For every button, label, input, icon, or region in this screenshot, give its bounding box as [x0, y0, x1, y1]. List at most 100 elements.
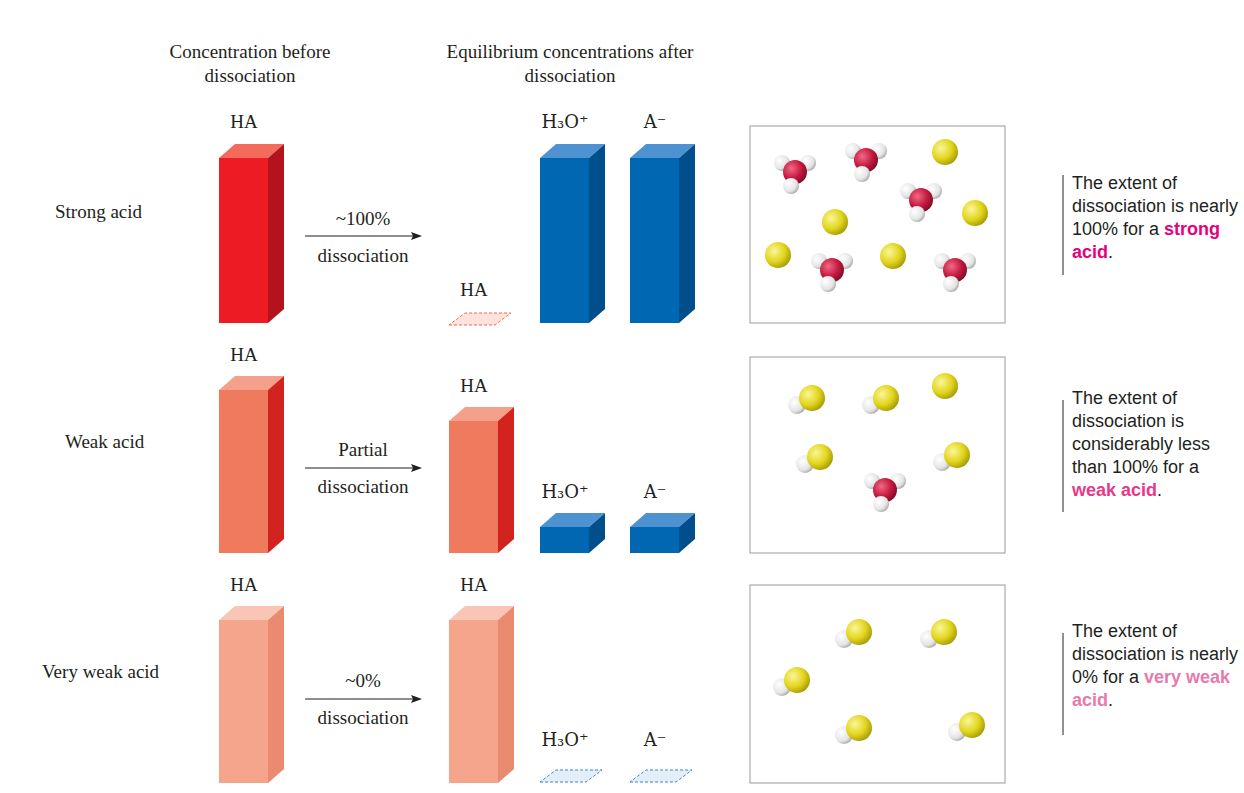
- bar-label-text: HA: [230, 574, 257, 595]
- hydronium-ion: [845, 143, 887, 182]
- ion-label-text: A⁻: [644, 481, 667, 502]
- concentration-bar: [630, 144, 695, 323]
- ion-label: A⁻: [625, 728, 685, 752]
- concentration-bar: [449, 407, 514, 553]
- bar-label-text: HA: [460, 574, 487, 595]
- bar-label: HA: [444, 278, 504, 302]
- ion-label-text: A⁻: [644, 729, 667, 750]
- column-heading-text: Concentration before dissociation: [170, 41, 331, 86]
- bar-label-text: HA: [460, 279, 487, 300]
- arrow-label-text: ~100% dissociation: [318, 208, 409, 266]
- ion-label-text: H₃O⁺: [541, 481, 588, 502]
- arrow-label: ~100% dissociation: [303, 200, 423, 274]
- bar-side: [498, 407, 514, 553]
- ion-label-text: H₃O⁺: [541, 111, 588, 132]
- acid-molecule: [835, 715, 872, 744]
- concentration-bars: [219, 144, 695, 783]
- bar-front: [219, 390, 268, 553]
- caption: The extent of dissociation is considerab…: [1072, 387, 1240, 502]
- reaction-arrow: [305, 232, 422, 240]
- acid-molecule: [920, 619, 957, 648]
- bar-front: [630, 158, 679, 323]
- empty-bar: [630, 770, 692, 782]
- arrow-label: ~0% dissociation: [303, 662, 423, 736]
- hydronium-ion: [811, 253, 853, 292]
- caption-text: .: [1108, 690, 1113, 710]
- row-label-text: Strong acid: [55, 201, 142, 222]
- hydronium-ion: [934, 253, 976, 292]
- row-label: Very weak acid: [42, 660, 212, 684]
- bar-side: [679, 513, 695, 553]
- highlight-term: weak acid: [1072, 480, 1157, 500]
- anion: [962, 200, 988, 226]
- ion-label-text: A⁻: [644, 111, 667, 132]
- concentration-bar: [540, 513, 605, 553]
- bar-label-text: HA: [460, 375, 487, 396]
- ion-label: H₃O⁺: [530, 728, 600, 752]
- acid-molecule: [835, 619, 872, 648]
- bar-front: [449, 421, 498, 553]
- reaction-arrow: [305, 695, 422, 703]
- reaction-arrows: [305, 232, 422, 703]
- acid-molecule: [948, 712, 985, 741]
- molecule-panel: [750, 585, 1005, 783]
- row-label: Weak acid: [65, 430, 215, 454]
- concentration-bar: [219, 376, 284, 553]
- column-heading: Concentration before dissociation: [130, 40, 370, 88]
- anion: [822, 209, 848, 235]
- hydronium-ion: [774, 155, 816, 194]
- acid-molecule: [933, 442, 970, 471]
- ion-label-text: H₃O⁺: [541, 729, 588, 750]
- empty-bar: [540, 770, 602, 782]
- molecule-panel: [750, 126, 1005, 323]
- concentration-bar: [540, 144, 605, 323]
- ion-label: A⁻: [625, 480, 685, 504]
- concentration-bar: [219, 606, 284, 783]
- bar-label: HA: [444, 374, 504, 398]
- bar-side: [498, 606, 514, 783]
- bar-label: HA: [214, 343, 274, 367]
- concentration-bar: [449, 606, 514, 783]
- caption-text: .: [1108, 242, 1113, 262]
- reaction-arrow: [305, 464, 422, 472]
- arrow-label: Partial dissociation: [303, 431, 423, 505]
- caption-rules: [1063, 175, 1064, 735]
- bar-side: [589, 513, 605, 553]
- caption-text: The extent of dissociation is considerab…: [1072, 388, 1210, 477]
- caption: The extent of dissociation is nearly 0% …: [1072, 620, 1240, 712]
- hydronium-ion: [864, 473, 906, 512]
- ion-label: H₃O⁺: [530, 480, 600, 504]
- arrow-label-text: ~0% dissociation: [318, 670, 409, 728]
- bar-side: [268, 376, 284, 553]
- molecule-panel: [750, 357, 1005, 553]
- arrow-label-text: Partial dissociation: [318, 439, 409, 497]
- acid-molecule: [796, 444, 833, 473]
- bar-side: [268, 144, 284, 323]
- caption-rule: [1063, 175, 1064, 275]
- caption-text: .: [1157, 480, 1162, 500]
- concentration-bar: [219, 144, 284, 323]
- acid-molecule: [773, 667, 810, 696]
- acid-molecule: [788, 385, 825, 414]
- bar-side: [679, 144, 695, 323]
- caption-rule: [1063, 400, 1064, 512]
- ion-label: H₃O⁺: [530, 110, 600, 134]
- ion-label: A⁻: [625, 110, 685, 134]
- bar-front: [219, 620, 268, 783]
- bar-label: HA: [444, 573, 504, 597]
- molecule-panels: [750, 126, 1005, 783]
- bar-label-text: HA: [230, 344, 257, 365]
- caption-rule: [1063, 633, 1064, 735]
- bar-front: [540, 158, 589, 323]
- row-label-text: Weak acid: [65, 431, 144, 452]
- bar-label: HA: [214, 573, 274, 597]
- bar-side: [268, 606, 284, 783]
- bar-front: [219, 158, 268, 323]
- row-label: Strong acid: [55, 200, 205, 224]
- concentration-bar: [630, 513, 695, 553]
- bar-front: [630, 527, 679, 553]
- empty-bar: [449, 313, 511, 325]
